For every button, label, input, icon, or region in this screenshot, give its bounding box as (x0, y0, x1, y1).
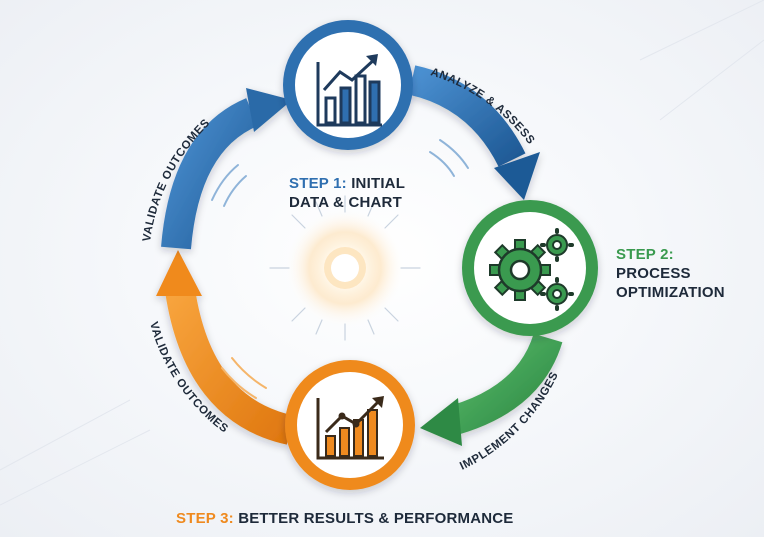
step1-label: STEP 1: INITIAL DATA & CHART (289, 174, 439, 212)
trend-chart-icon (316, 396, 384, 460)
step2-label: STEP 2: PROCESS OPTIMIZATION (616, 245, 764, 302)
step1-title-line1: INITIAL (351, 175, 406, 192)
step1-node (283, 20, 413, 150)
center-glow (269, 195, 421, 341)
step2-title-line2: OPTIMIZATION (616, 284, 725, 301)
implement-arrow (420, 333, 563, 446)
step3-title: BETTER RESULTS & PERFORMANCE (238, 510, 514, 527)
step3-label: STEP 3: BETTER RESULTS & PERFORMANCE (176, 509, 596, 528)
analyze-arrow (408, 65, 540, 200)
step2-title-line1: PROCESS (616, 265, 691, 282)
background-lines (0, 0, 764, 506)
step1-title-line2: DATA & CHART (289, 194, 402, 211)
step3-number: STEP 3: (176, 510, 234, 527)
validate-lower-arrow (156, 250, 294, 445)
motion-lines (211, 139, 469, 399)
validate-upper-arrow (161, 88, 292, 250)
step1-number: STEP 1: (289, 175, 347, 192)
step3-node (285, 360, 415, 490)
gears-icon (489, 228, 574, 311)
step2-number: STEP 2: (616, 246, 674, 263)
bar-chart-icon (316, 54, 382, 127)
